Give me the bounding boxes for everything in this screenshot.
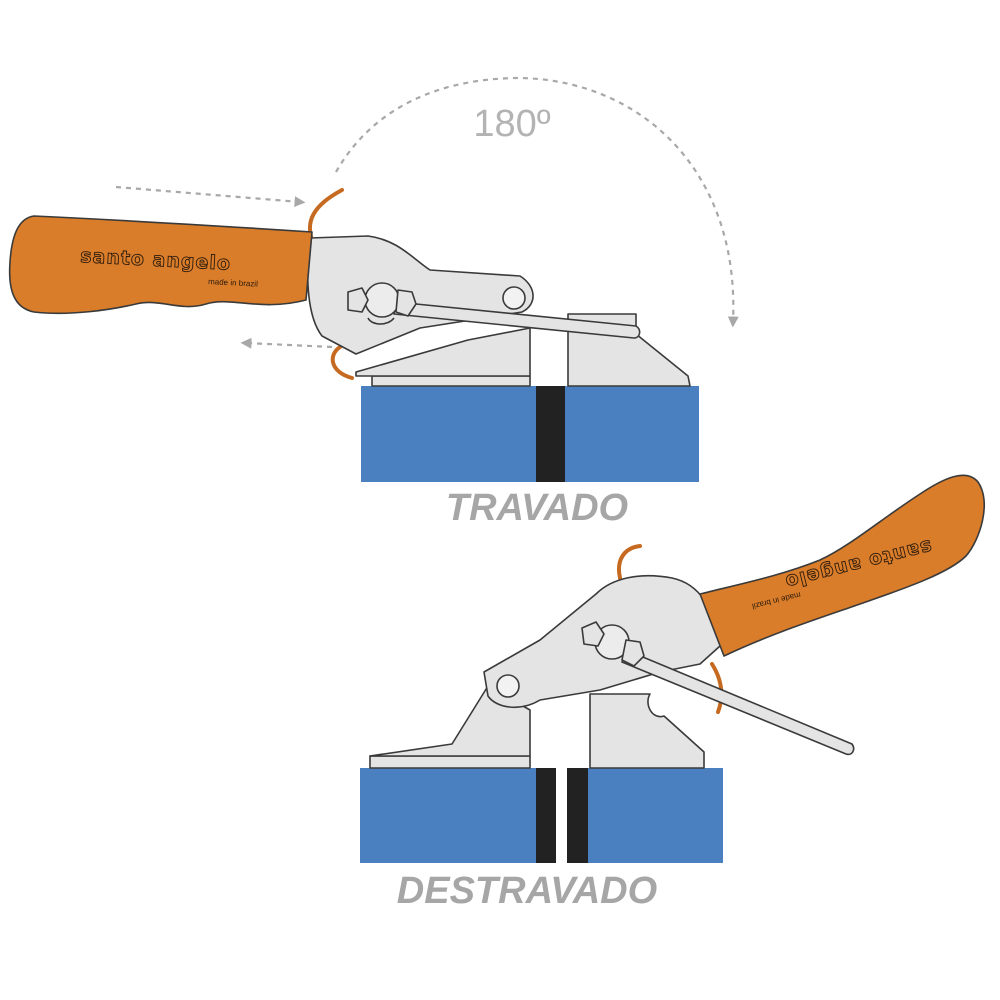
spring-wire <box>617 544 724 714</box>
base-block-right <box>565 386 699 482</box>
adjust-nut <box>364 282 400 318</box>
rotation-arc-arrow <box>335 76 739 328</box>
push-arrow-top <box>115 185 306 208</box>
latch-lever-plate <box>306 235 534 355</box>
base-gap <box>536 386 565 482</box>
pull-arrow-bottom <box>240 337 333 349</box>
pivot-hole <box>496 674 520 698</box>
rotation-angle-label: 180º <box>473 103 550 145</box>
handle-origin-text: made in brazil <box>208 277 258 289</box>
bolt-washer <box>367 317 395 325</box>
keeper-striker <box>589 693 705 769</box>
rotation-indicator: 180º <box>115 76 739 349</box>
bolt-head-right <box>621 639 645 667</box>
locked-label: TRAVADO <box>446 487 628 529</box>
unlocked-label: DESTRAVADO <box>397 870 657 912</box>
bolt-head-left <box>347 287 369 313</box>
base-block-right <box>588 768 723 863</box>
latch-handle <box>699 474 986 657</box>
base-gap-left <box>536 768 556 863</box>
latch-handle <box>8 215 313 315</box>
unlocked-assembly: santo angelo made in brazil <box>360 474 986 863</box>
base-block-left <box>361 386 536 482</box>
latch-base-plate <box>369 755 531 769</box>
hook-bar <box>393 301 641 339</box>
latch-base-plate <box>371 375 531 387</box>
hook-bar <box>621 649 855 756</box>
base-gap-right <box>567 768 588 863</box>
latch-body-foot <box>355 327 531 377</box>
pivot-hole <box>502 286 526 310</box>
locked-assembly: santo angelo made in brazil <box>8 188 699 482</box>
bolt-head-left <box>581 621 605 647</box>
base-block-left <box>360 768 536 863</box>
bolt-head-right <box>395 289 417 317</box>
